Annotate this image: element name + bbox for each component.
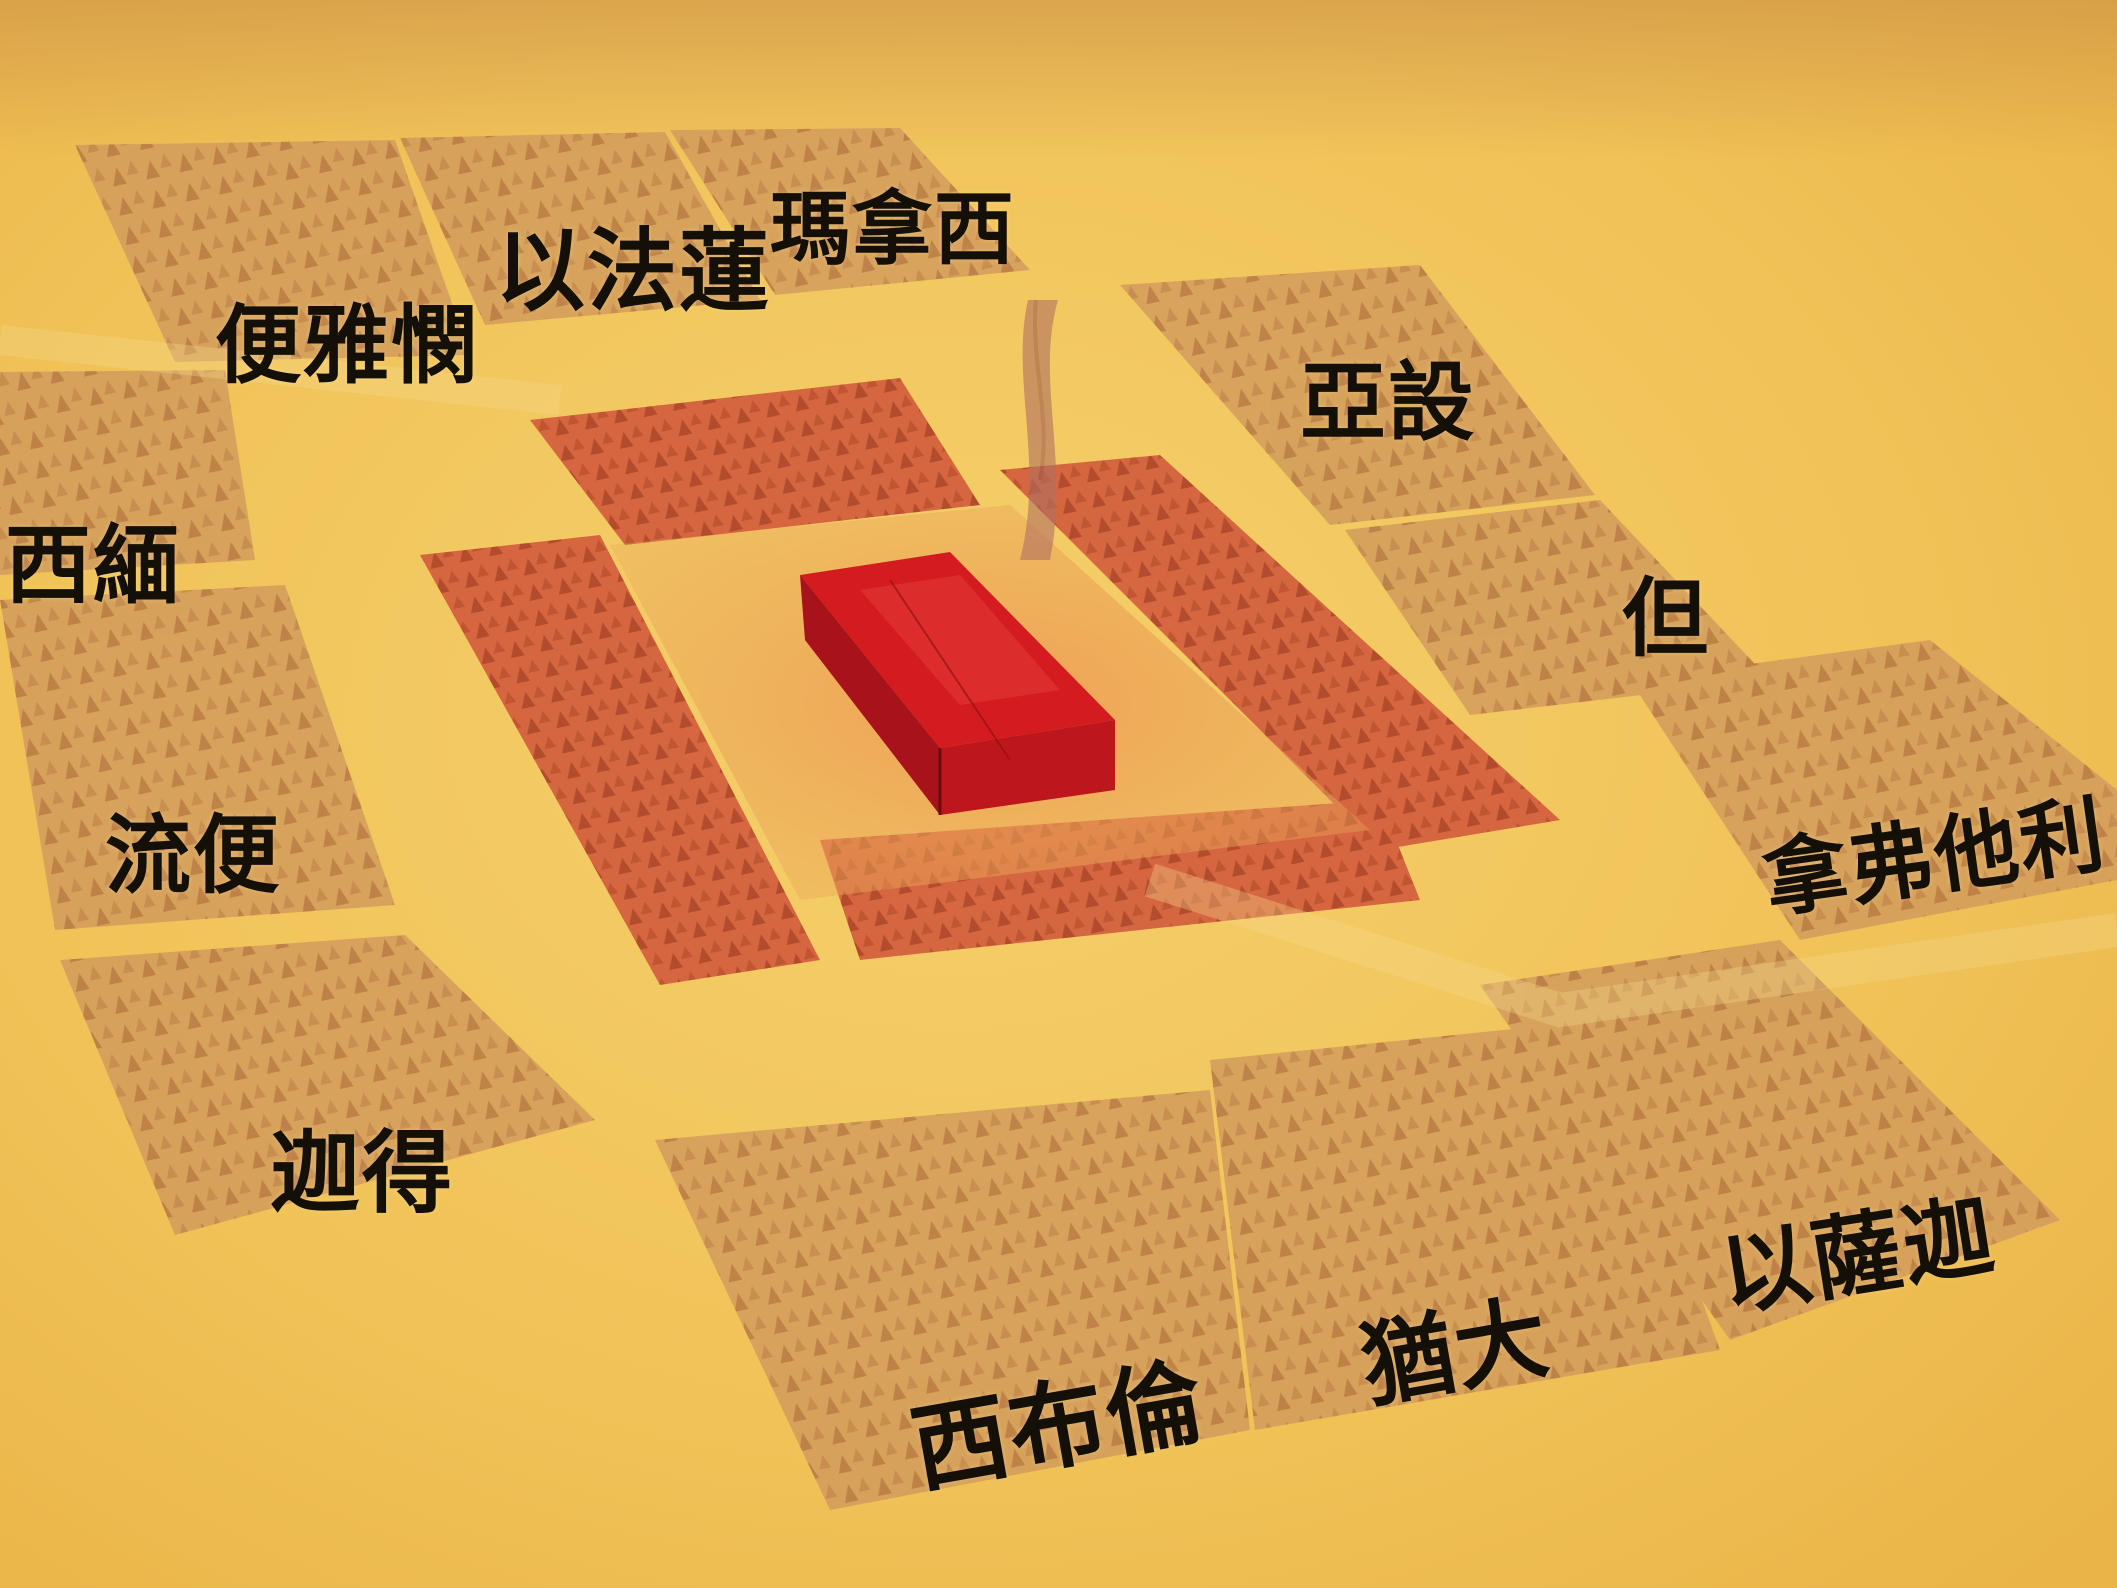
- camp-block-asher: [1120, 265, 1595, 525]
- label-manasseh: 瑪拿西: [770, 183, 1016, 276]
- label-asher: 亞設: [1300, 353, 1476, 453]
- camp-block-naphtali: [1630, 640, 2117, 940]
- levite-camp: [420, 378, 1560, 985]
- top-shading: [0, 0, 2117, 160]
- camp-block-issachar: [1480, 940, 2060, 1340]
- label-ephraim: 以法蓮: [495, 219, 771, 324]
- label-gad: 迦得: [270, 1121, 454, 1226]
- outer-camp-blocks: [0, 128, 2117, 1510]
- camp-block-reuben: [0, 585, 395, 930]
- camp-block-gad: [60, 935, 595, 1235]
- camp-roads: [0, 325, 2117, 1028]
- label-simeon: 西緬: [5, 516, 181, 616]
- label-reuben: 流便: [105, 806, 281, 906]
- pillar-of-cloud: [1020, 299, 1058, 560]
- label-benjamin: 便雅憫: [215, 296, 479, 396]
- tabernacle: [800, 552, 1115, 815]
- levite-block-east: [1000, 455, 1560, 850]
- levite-block-north: [530, 378, 980, 545]
- camp-block-zebulun: [655, 1090, 1250, 1510]
- levite-block-west: [420, 535, 820, 985]
- camp-block-simeon: [0, 370, 255, 575]
- label-dan: 但: [1622, 569, 1710, 669]
- camp-block-benjamin: [75, 140, 470, 362]
- camp-block-manasseh: [670, 128, 1030, 295]
- camp-block-ephraim: [400, 132, 760, 325]
- camp-block-dan: [1345, 500, 1770, 715]
